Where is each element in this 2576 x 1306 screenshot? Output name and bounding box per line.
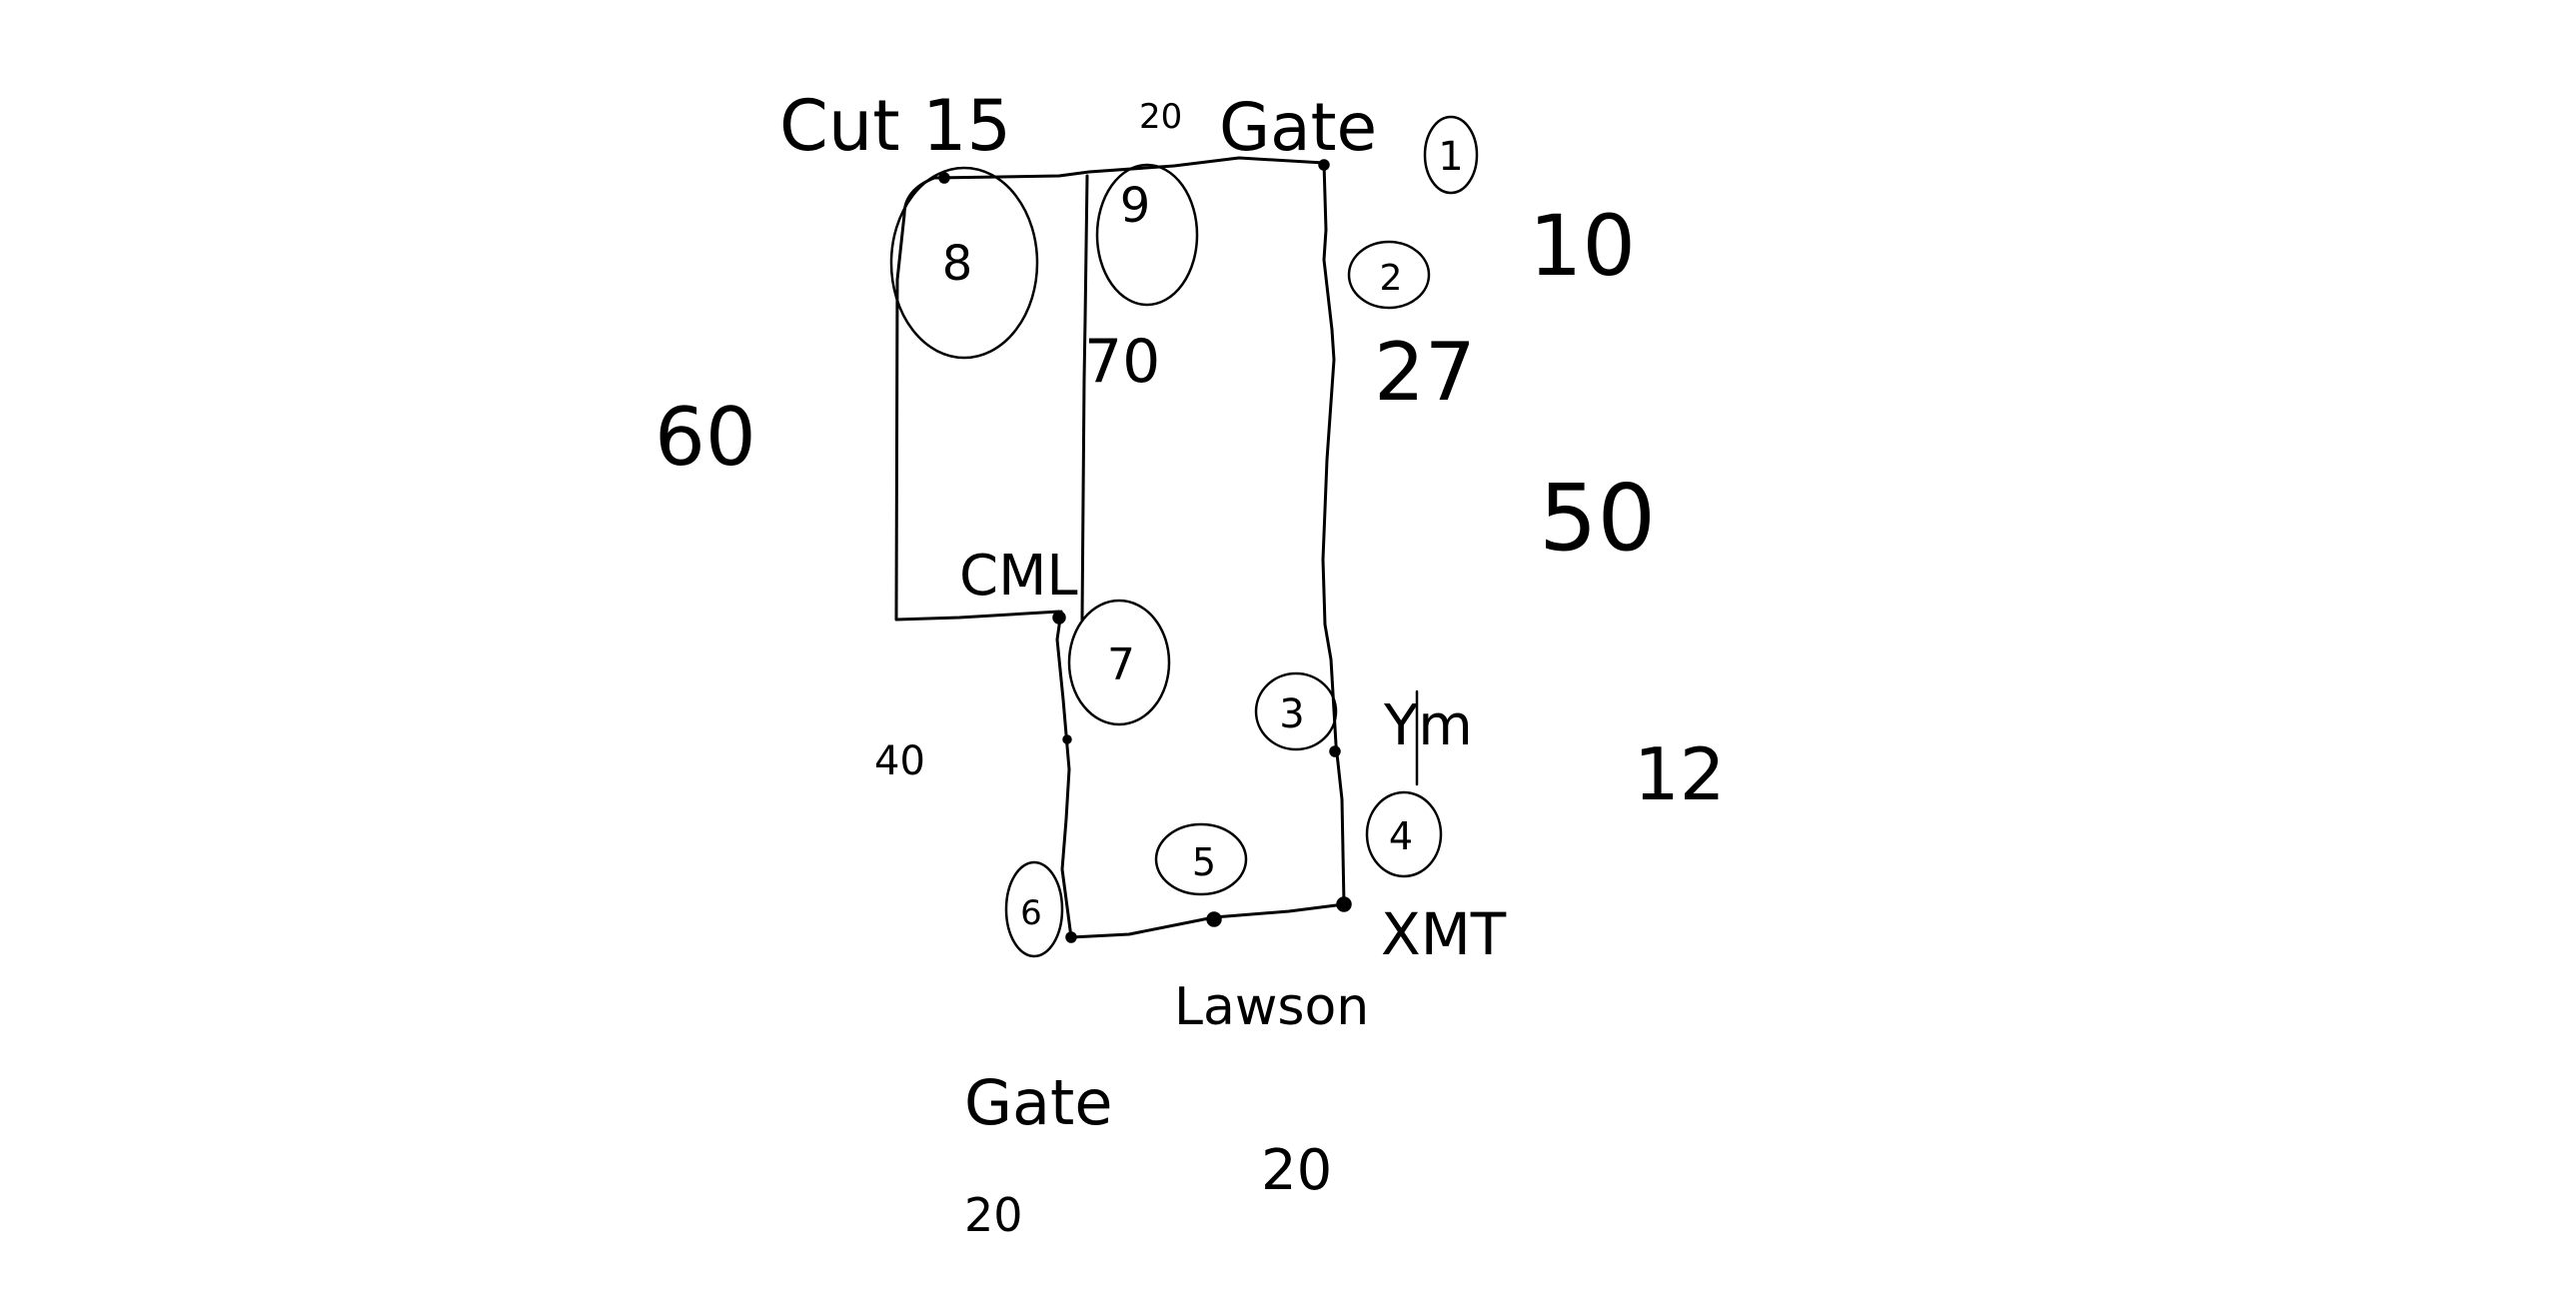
node-top-right bbox=[1318, 159, 1330, 171]
label-gate-bottom-count: 20 bbox=[964, 1188, 1023, 1242]
label-ym: Ym bbox=[1383, 693, 1473, 758]
stop-1: 1 bbox=[1423, 115, 1479, 195]
distance-left-lower: 40 bbox=[874, 738, 925, 784]
node-cml bbox=[1052, 611, 1066, 625]
node-top-left bbox=[938, 172, 950, 184]
stop-9-number: 9 bbox=[1120, 178, 1151, 234]
node-right-mid bbox=[1329, 745, 1341, 757]
label-lawson-count: 20 bbox=[1261, 1138, 1332, 1203]
label-xmt: XMT bbox=[1381, 900, 1507, 968]
stop-7-number: 7 bbox=[1107, 640, 1135, 690]
stop-3: 3 bbox=[1254, 671, 1338, 751]
stop-7: 7 bbox=[1067, 599, 1171, 726]
route-right-edge bbox=[1321, 161, 1346, 906]
distance-top-left-segment: 70 bbox=[1084, 327, 1160, 397]
node-left-lower bbox=[1062, 734, 1072, 744]
stop-9: 9 bbox=[1095, 163, 1199, 307]
stop-4-number: 4 bbox=[1389, 814, 1413, 858]
distance-right-upper: 27 bbox=[1374, 326, 1476, 419]
label-gate-top: Gate bbox=[1219, 89, 1377, 166]
route-left-lower bbox=[1055, 610, 1073, 939]
stop-1-number: 1 bbox=[1438, 134, 1463, 180]
distance-far-right-lower: 12 bbox=[1634, 732, 1726, 816]
label-lawson: Lawson bbox=[1174, 977, 1369, 1037]
node-bottom-left bbox=[1065, 931, 1077, 943]
label-gate-top-prefix: 20 bbox=[1139, 97, 1182, 137]
label-cut: Cut 15 bbox=[779, 85, 1011, 167]
node-bottom-right bbox=[1336, 896, 1352, 912]
stop-6-number: 6 bbox=[1020, 893, 1042, 933]
distance-far-right-upper: 10 bbox=[1529, 197, 1636, 295]
label-gate-bottom: Gate bbox=[964, 1066, 1113, 1139]
stop-5: 5 bbox=[1154, 822, 1248, 896]
route-bottom-edge bbox=[1069, 902, 1346, 939]
stop-8: 8 bbox=[889, 166, 1039, 360]
stop-3-number: 3 bbox=[1279, 691, 1304, 737]
stop-4: 4 bbox=[1365, 790, 1443, 878]
distance-far-right-middle: 50 bbox=[1539, 465, 1656, 572]
stop-8-number: 8 bbox=[942, 236, 973, 292]
stop-2: 2 bbox=[1347, 240, 1431, 310]
label-cml: CML bbox=[959, 544, 1078, 609]
stop-5-number: 5 bbox=[1192, 840, 1216, 884]
distance-far-left: 60 bbox=[654, 391, 756, 484]
node-bottom-mid bbox=[1206, 911, 1222, 927]
route-inner-vertical bbox=[1080, 174, 1089, 622]
stop-2-number: 2 bbox=[1380, 258, 1403, 299]
stop-6: 6 bbox=[1004, 860, 1064, 958]
